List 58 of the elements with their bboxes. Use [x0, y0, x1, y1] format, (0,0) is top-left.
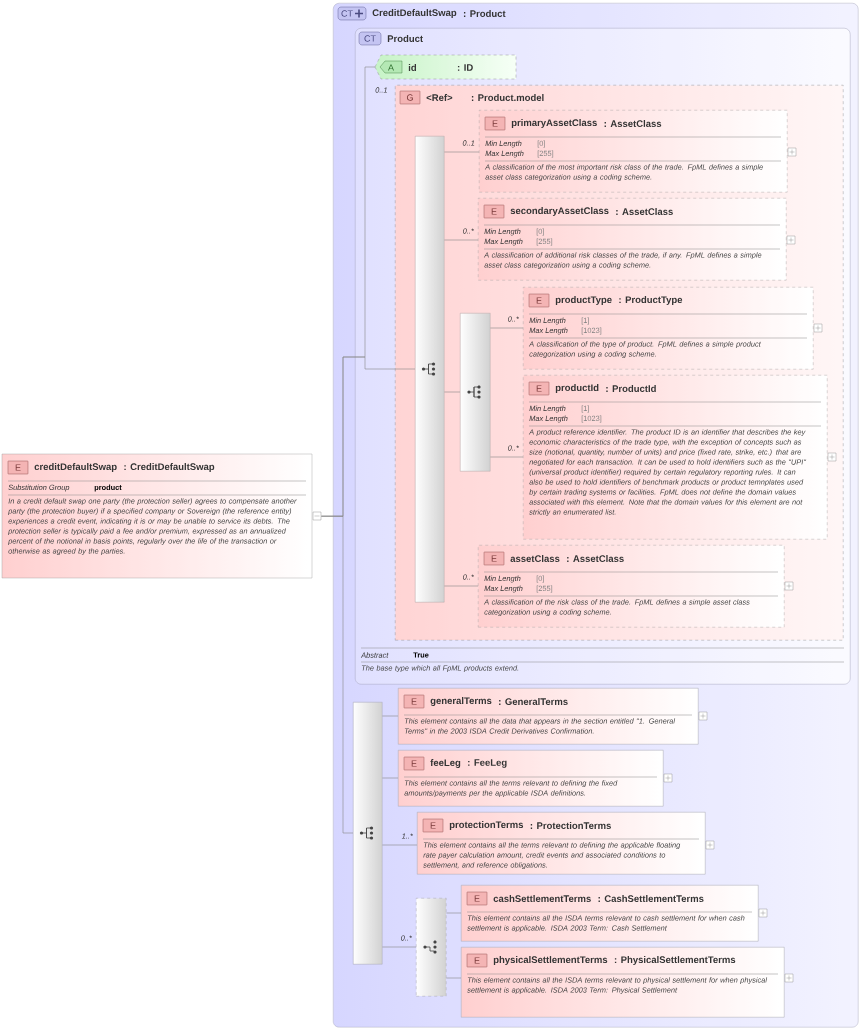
element-name: <Ref>	[426, 94, 453, 101]
type-name: : CashSettlementTerms	[598, 895, 704, 902]
connector-line	[446, 912, 462, 914]
type-name: : Product	[463, 10, 506, 17]
element-name: CreditDefaultSwap	[372, 9, 457, 18]
sequence-bar	[460, 313, 491, 472]
element-badge: E	[483, 551, 505, 566]
element-badge: E	[403, 694, 425, 709]
connector-line	[444, 585, 479, 587]
element-name: generalTerms	[430, 697, 492, 706]
element-name: id	[408, 64, 416, 71]
element-name: physicalSettlementTerms	[493, 956, 608, 965]
element-name: cashSettlementTerms	[493, 895, 591, 902]
element-name: primaryAssetClass	[511, 119, 597, 128]
type-name: : GeneralTerms	[499, 698, 568, 705]
connector-line	[444, 151, 480, 153]
type-name: : ProductType	[619, 296, 683, 305]
element-name: assetClass	[510, 555, 560, 562]
element-badge: E	[466, 891, 488, 906]
sequence-bar	[353, 702, 383, 965]
connector-line	[321, 515, 354, 834]
connector-line	[444, 239, 479, 241]
element-badge: E	[484, 116, 506, 131]
element-badge: E	[403, 756, 425, 771]
element-name: feeLeg	[430, 759, 461, 768]
type-name: : AssetClass	[604, 120, 662, 127]
element-badge: E	[528, 381, 550, 396]
connector-line	[446, 977, 462, 979]
type-name: : ProductId	[606, 385, 656, 392]
element-badge: E	[483, 204, 505, 219]
type-name: : Product.model	[471, 94, 544, 101]
connector-line	[382, 844, 418, 846]
element-name: protectionTerms	[449, 821, 524, 830]
element-badge: E	[528, 293, 550, 308]
type-name: : PhysicalSettlementTerms	[614, 956, 736, 965]
connector-line	[382, 946, 417, 948]
connector-line	[444, 391, 461, 393]
element-name: Product	[387, 35, 423, 42]
connector-line	[490, 327, 524, 329]
element-name: productType	[555, 296, 612, 305]
element-badge: E	[422, 818, 444, 833]
complex-type-badge: CT	[337, 6, 367, 21]
connector-line	[382, 777, 399, 779]
type-name: : ID	[457, 64, 473, 71]
type-name: : AssetClass	[616, 208, 673, 215]
attribute-badge: A	[379, 60, 403, 74]
group-badge: G	[399, 90, 421, 105]
connector-line	[490, 456, 524, 458]
element-name: productId	[555, 384, 599, 393]
type-name: : FeeLeg	[468, 759, 507, 768]
element-name: secondaryAssetClass	[510, 207, 609, 216]
sequence-bar	[415, 136, 445, 603]
type-name: : ProtectionTerms	[530, 822, 611, 829]
type-name: : AssetClass	[567, 555, 624, 562]
complex-type-badge: CT	[358, 31, 382, 46]
element-badge: E	[466, 953, 488, 968]
choice-bar	[416, 898, 447, 997]
connector-line	[382, 715, 399, 717]
